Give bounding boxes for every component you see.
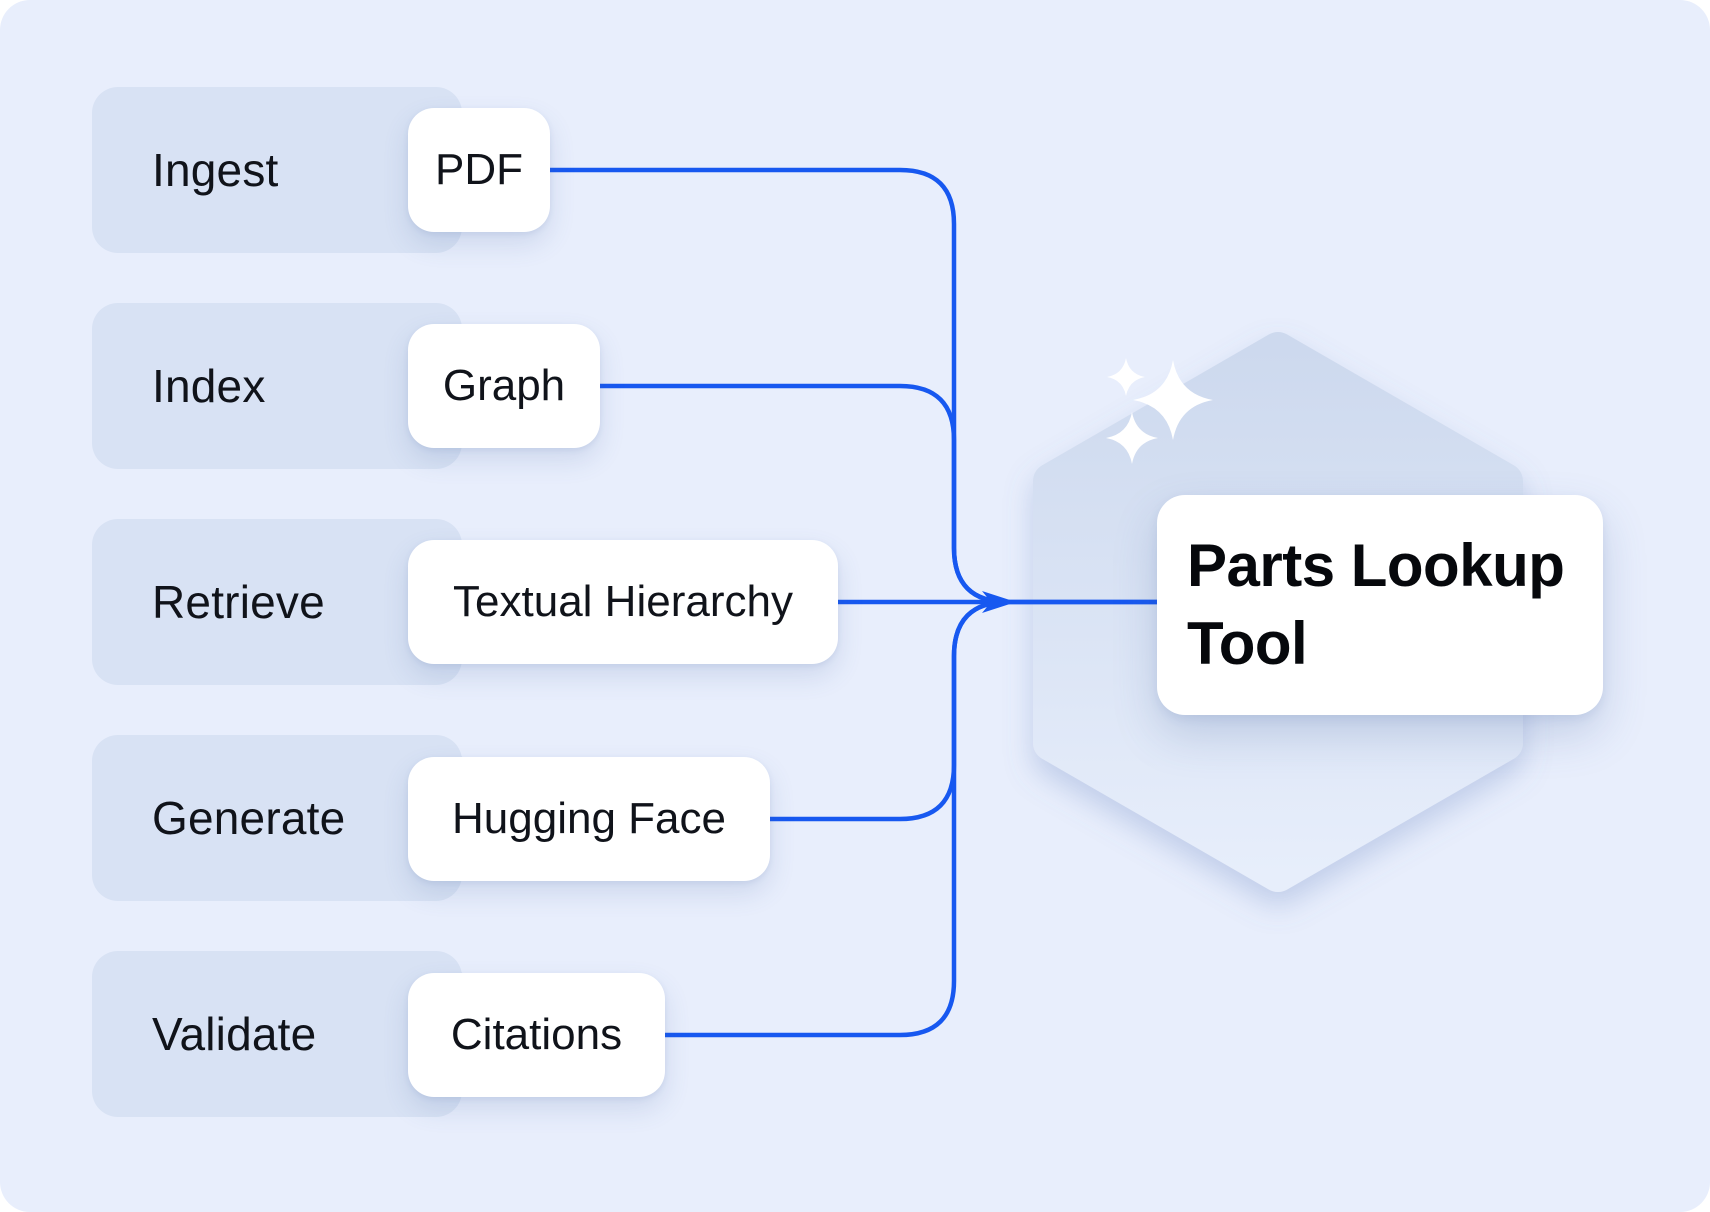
stage-tag-ingest: Ingest	[92, 87, 462, 253]
stage-label: Generate	[152, 792, 346, 844]
stage-label: Index	[152, 360, 266, 412]
tech-card-hugging-face: Hugging Face	[408, 757, 770, 881]
stage-label: Ingest	[152, 144, 279, 196]
connector-index	[600, 383, 1009, 605]
stage-tag-generate: Generate	[92, 735, 462, 901]
connector-validate	[665, 599, 1009, 1038]
stage-tag-retrieve: Retrieve	[92, 519, 462, 685]
tech-card-textual-hierarchy: Textual Hierarchy	[408, 540, 838, 664]
parts-lookup-tool-card: Parts Lookup Tool	[1157, 495, 1603, 715]
target-title-line-2: Tool	[1187, 610, 1308, 677]
sparkles-icon	[1106, 358, 1213, 464]
target-title-line-1: Parts Lookup	[1187, 532, 1565, 599]
tech-card-graph: Graph	[408, 324, 600, 448]
tech-card-pdf: PDF	[408, 108, 550, 232]
tech-card-citations: Citations	[408, 973, 665, 1097]
flow-arrow-icon	[982, 591, 1016, 613]
stage-label: Validate	[152, 1008, 317, 1060]
stage-tag-index: Index	[92, 303, 462, 469]
connector-lines	[550, 167, 1157, 1038]
stage-label: Retrieve	[152, 576, 325, 628]
stage-tag-validate: Validate	[92, 951, 462, 1117]
